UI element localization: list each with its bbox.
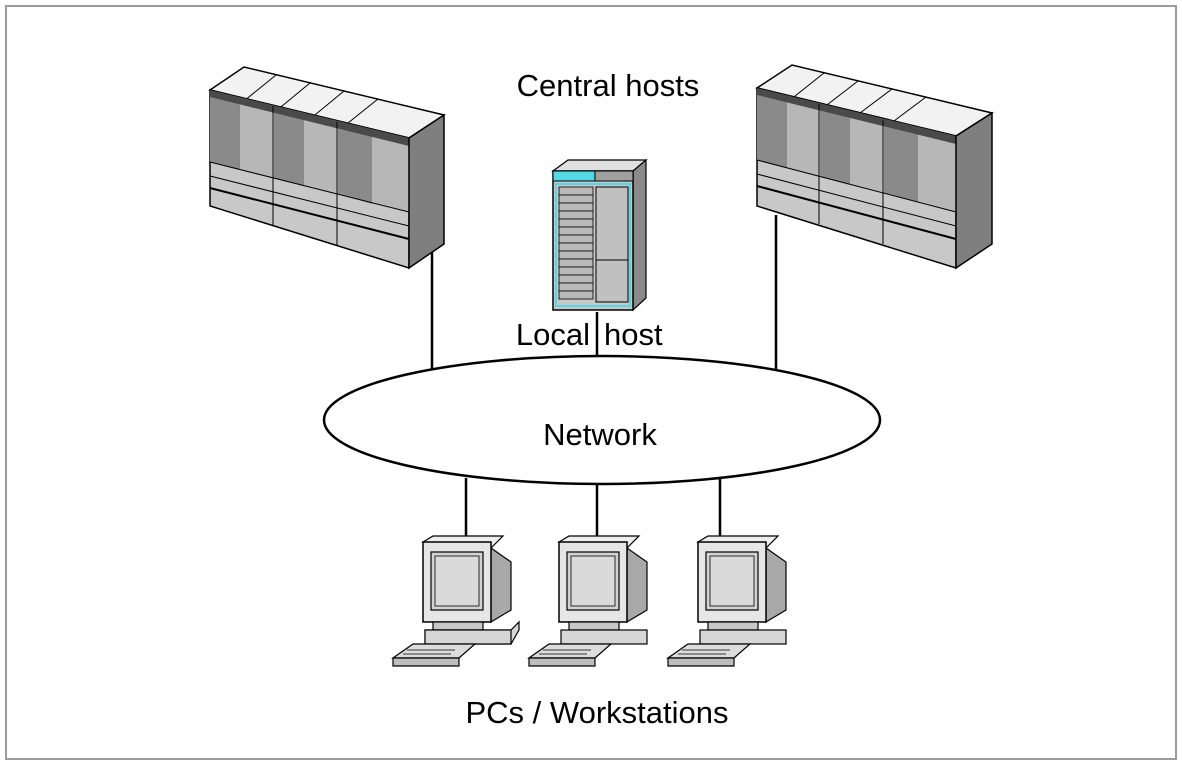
local-host (551, 158, 648, 312)
central-host-right (755, 64, 994, 270)
workstations-label: PCs / Workstations (465, 695, 728, 730)
central-host-left (208, 66, 446, 270)
local-host-label-right: host (604, 317, 663, 352)
network-ellipse (322, 354, 882, 486)
workstation-3 (666, 535, 787, 667)
desktop-computer-icon (527, 535, 648, 667)
server-tower-icon (551, 158, 648, 312)
network-label: Network (543, 417, 657, 452)
diagram-border (5, 5, 1177, 760)
mainframe-cabinet-icon (755, 64, 994, 270)
mainframe-cabinet-icon (208, 66, 446, 270)
desktop-computer-icon (391, 535, 520, 667)
workstation-2 (527, 535, 648, 667)
workstation-1 (391, 535, 520, 667)
central-hosts-label: Central hosts (517, 68, 700, 103)
desktop-computer-icon (666, 535, 787, 667)
local-host-label-left: Local (516, 317, 590, 352)
